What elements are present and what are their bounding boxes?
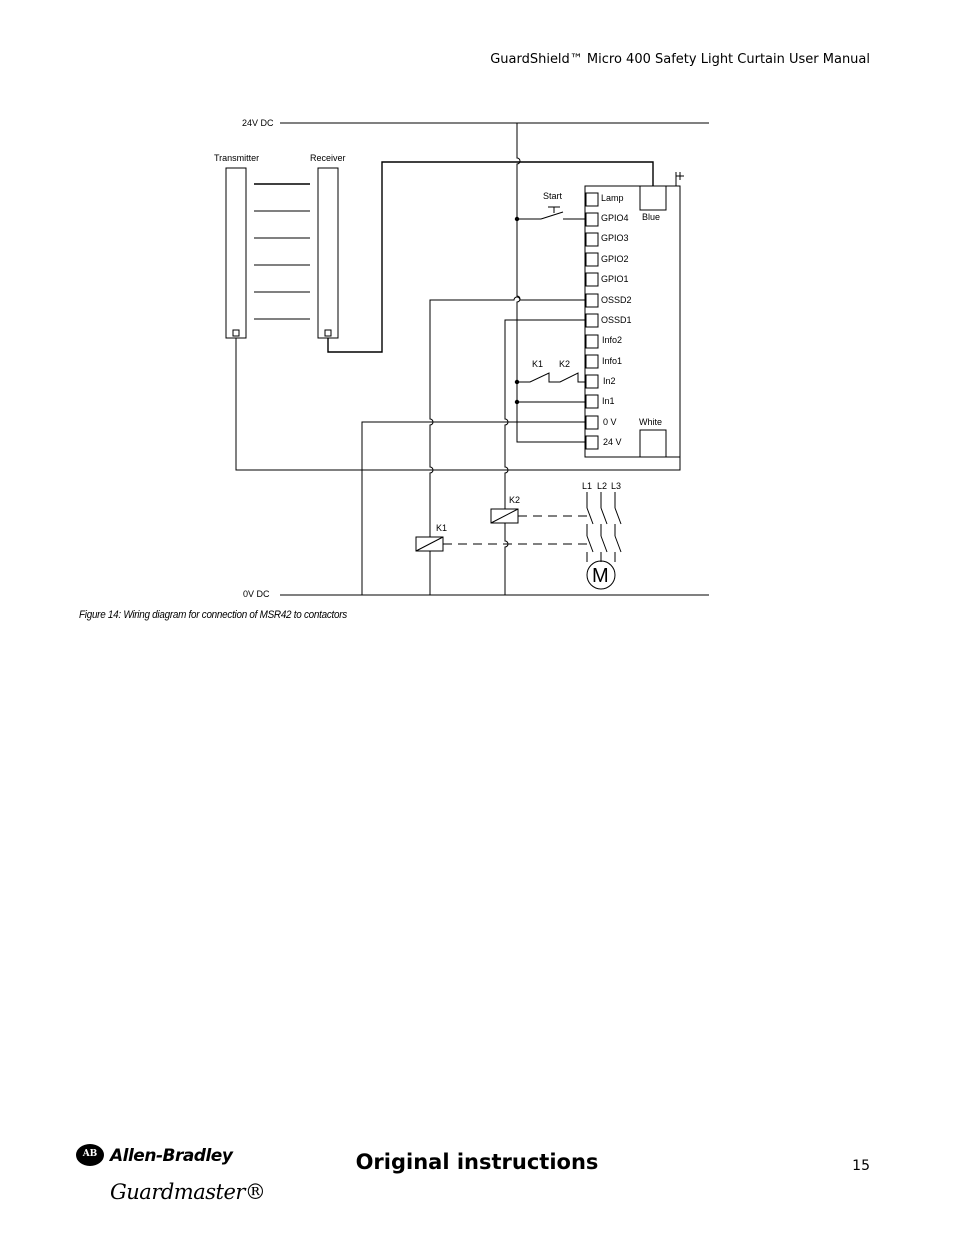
blue-connector xyxy=(639,185,667,211)
label-k2-contact: K2 xyxy=(559,359,570,369)
terminal-labels: Lamp GPIO4 GPIO3 GPIO2 GPIO1 OSSD2 OSSD1… xyxy=(601,193,632,447)
light-beams xyxy=(254,183,310,320)
terminal-label: GPIO2 xyxy=(601,254,629,264)
label-white: White xyxy=(639,417,662,427)
label-l3: L3 xyxy=(611,481,621,491)
terminal-label: GPIO1 xyxy=(601,274,629,284)
label-k1-contact: K1 xyxy=(532,359,543,369)
motor-symbol xyxy=(586,560,616,590)
terminal-label: GPIO4 xyxy=(601,213,629,223)
label-motor: M xyxy=(592,565,609,587)
main-contacts xyxy=(586,492,622,562)
terminal-label: OSSD2 xyxy=(601,295,632,305)
footer-title: Original instructions xyxy=(355,1150,599,1174)
wiring-diagram: 24V DC 0V DC Transmitter Receiver Start … xyxy=(214,118,709,599)
terminal-label: In2 xyxy=(603,376,616,386)
ground-icon xyxy=(675,172,684,186)
label-transmitter: Transmitter xyxy=(214,153,259,163)
white-connector xyxy=(639,429,667,458)
terminal-label: 0 V xyxy=(603,417,617,427)
terminal-label: Lamp xyxy=(601,193,624,203)
msr42-module xyxy=(584,185,681,458)
figure-caption: Figure 14: Wiring diagram for connection… xyxy=(79,609,347,621)
terminal-label: Info1 xyxy=(602,356,622,366)
guardmaster-wordmark: Guardmaster® xyxy=(110,1180,266,1204)
transmitter-bar xyxy=(225,167,247,339)
allen-bradley-logo-icon: AB xyxy=(76,1144,104,1166)
manual-title: GuardShield™ Micro 400 Safety Light Curt… xyxy=(490,52,870,67)
label-l2: L2 xyxy=(597,481,607,491)
terminal-label: 24 V xyxy=(603,437,622,447)
terminal-blocks xyxy=(585,192,599,450)
page-number: 15 xyxy=(852,1158,870,1174)
terminal-label: OSSD1 xyxy=(601,315,632,325)
label-blue: Blue xyxy=(642,212,660,222)
terminal-label: In1 xyxy=(602,396,615,406)
label-start: Start xyxy=(543,191,563,201)
receiver-bar xyxy=(317,167,339,339)
label-k1-coil: K1 xyxy=(436,523,447,533)
allen-bradley-wordmark: Allen-Bradley xyxy=(110,1146,233,1166)
label-24v-dc: 24V DC xyxy=(242,118,274,128)
label-l1: L1 xyxy=(582,481,592,491)
label-0v-dc: 0V DC xyxy=(243,589,270,599)
terminal-label: GPIO3 xyxy=(601,233,629,243)
junction-dots xyxy=(514,216,520,405)
label-receiver: Receiver xyxy=(310,153,346,163)
terminal-label: Info2 xyxy=(602,335,622,345)
label-k2-coil: K2 xyxy=(509,495,520,505)
